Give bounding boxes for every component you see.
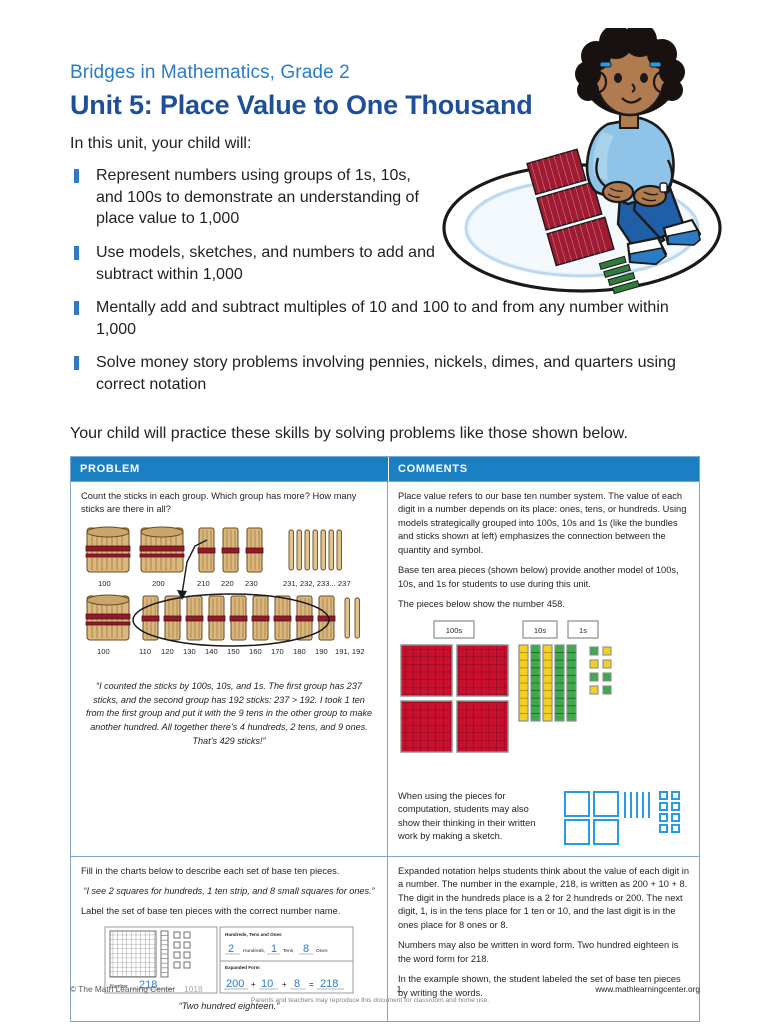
svg-text:160: 160 xyxy=(249,647,262,656)
svg-text:210: 210 xyxy=(197,579,210,588)
comment-paragraph: Place value refers to our base ten numbe… xyxy=(398,491,687,555)
child-illustration xyxy=(432,28,732,296)
bullet-square-icon xyxy=(74,246,79,261)
bullet-square-icon xyxy=(74,301,79,316)
svg-text:10s: 10s xyxy=(534,626,546,635)
svg-text:218: 218 xyxy=(139,979,157,991)
svg-text:8: 8 xyxy=(303,943,309,955)
goal-text: Mentally add and subtract multiples of 1… xyxy=(96,299,669,338)
student-quote-1: “I counted the sticks by 100s, 10s, and … xyxy=(85,680,373,746)
sketch-text: When using the pieces for computation, s… xyxy=(398,790,536,842)
svg-text:150: 150 xyxy=(227,647,240,656)
svg-text:140: 140 xyxy=(205,647,218,656)
problem-prompt: Fill in the charts below to describe eac… xyxy=(81,865,340,876)
page-footer: © The Math Learning Center 1018 1 www.mat… xyxy=(70,984,700,1004)
goal-text: Solve money story problems involving pen… xyxy=(96,354,676,394)
sketch-explanation-row: When using the pieces for computation, s… xyxy=(398,788,689,846)
svg-text:218: 218 xyxy=(320,978,338,990)
practice-line: Your child will practice these skills by… xyxy=(70,425,628,442)
place-value-chart: Number 218 Hundreds, Tens and Ones 2 Hun… xyxy=(81,926,377,994)
goal-text: Represent numbers using groups of 1s, 10… xyxy=(96,167,419,228)
website-url[interactable]: www.mathlearningcenter.org xyxy=(595,984,700,994)
base-ten-pieces-diagram: 100s 10s 1s xyxy=(398,619,689,784)
list-item: Use models, sketches, and numbers to add… xyxy=(70,242,486,285)
svg-text:191, 192: 191, 192 xyxy=(335,647,365,656)
svg-text:100s: 100s xyxy=(446,626,463,635)
problem-prompt: Count the sticks in each group. Which gr… xyxy=(81,491,357,515)
svg-text:230: 230 xyxy=(245,579,258,588)
svg-text:Number: Number xyxy=(110,984,128,990)
table-header-row: PROBLEM COMMENTS xyxy=(71,457,699,481)
svg-text:8: 8 xyxy=(294,978,300,990)
problem-prompt-2: Label the set of base ten pieces with th… xyxy=(81,905,341,916)
svg-text:180: 180 xyxy=(293,647,306,656)
table-row: Fill in the charts below to describe eac… xyxy=(71,855,699,1022)
reproduction-note: Parents and teachers may reproduce this … xyxy=(250,997,490,1004)
bundled-sticks-diagram: 100 200 210 220 230 231, 232, 233... 237 xyxy=(85,526,365,656)
svg-text:+: + xyxy=(251,980,256,989)
svg-text:200: 200 xyxy=(226,978,244,990)
header-block: Bridges in Mathematics, Grade 2 Unit 5: … xyxy=(70,62,676,408)
svg-text:231, 232, 233... 237: 231, 232, 233... 237 xyxy=(283,579,351,588)
svg-text:130: 130 xyxy=(183,647,196,656)
comment-paragraph: In the example shown, the student labele… xyxy=(398,974,681,998)
student-quote-2: “I see 2 squares for hundreds, 1 ten str… xyxy=(83,886,375,897)
series-subtitle: Bridges in Mathematics, Grade 2 xyxy=(70,62,350,83)
goal-text: Use models, sketches, and numbers to add… xyxy=(96,244,435,283)
comment-paragraph: Numbers may also be written in word form… xyxy=(398,940,679,964)
doc-code: 1018 xyxy=(184,984,203,994)
svg-text:Expanded Form: Expanded Form xyxy=(225,965,260,970)
svg-text:Hundreds,: Hundreds, xyxy=(243,948,265,954)
svg-text:Ones: Ones xyxy=(316,948,328,954)
copyright-line: © The Math Learning Center 1018 xyxy=(70,984,203,994)
svg-text:190: 190 xyxy=(315,647,328,656)
comment-paragraph: The pieces below show the number 458. xyxy=(398,599,565,610)
svg-text:110: 110 xyxy=(139,647,151,656)
svg-text:+: + xyxy=(282,980,287,989)
column-header-problem: PROBLEM xyxy=(80,463,140,475)
goals-list: Represent numbers using groups of 1s, 10… xyxy=(70,165,676,395)
list-item: Mentally add and subtract multiples of 1… xyxy=(70,297,676,340)
comment-paragraph: Base ten area pieces (shown below) provi… xyxy=(398,565,679,589)
copyright-text: © The Math Learning Center xyxy=(70,984,176,994)
page-title: Unit 5: Place Value to One Thousand xyxy=(70,89,533,120)
problem-cell-2: Fill in the charts below to describe eac… xyxy=(71,856,388,1022)
svg-text:100: 100 xyxy=(98,579,111,588)
svg-text:170: 170 xyxy=(271,647,284,656)
list-item: Solve money story problems involving pen… xyxy=(70,352,676,395)
svg-text:1s: 1s xyxy=(579,626,587,635)
chart-caption: “Two hundred eighteen.” xyxy=(178,1001,280,1012)
svg-text:2: 2 xyxy=(228,943,234,955)
problem-cell-1: Count the sticks in each group. Which gr… xyxy=(71,482,388,856)
comments-cell-1: Place value refers to our base ten numbe… xyxy=(388,482,699,856)
svg-text:200: 200 xyxy=(152,579,165,588)
bullet-square-icon xyxy=(74,356,79,371)
svg-text:120: 120 xyxy=(161,647,174,656)
page-number: 1 xyxy=(396,984,402,994)
comment-paragraph: Expanded notation helps students think a… xyxy=(398,865,689,930)
svg-text:=: = xyxy=(309,980,314,989)
sketch-drawing xyxy=(564,790,680,845)
table-row: Count the sticks in each group. Which gr… xyxy=(71,481,699,856)
intro-line: In this unit, your child will: xyxy=(70,135,252,153)
svg-text:Hundreds, Tens and Ones: Hundreds, Tens and Ones xyxy=(225,932,282,937)
problem-comments-table: PROBLEM COMMENTS Count the sticks in eac… xyxy=(70,456,700,1023)
svg-text:Tens,: Tens, xyxy=(283,948,294,954)
svg-text:100: 100 xyxy=(97,647,110,656)
svg-text:220: 220 xyxy=(221,579,234,588)
bullet-square-icon xyxy=(74,169,79,184)
comments-cell-2: Expanded notation helps students think a… xyxy=(388,857,699,1022)
column-header-comments: COMMENTS xyxy=(388,457,699,481)
list-item: Represent numbers using groups of 1s, 10… xyxy=(70,165,426,230)
svg-text:1: 1 xyxy=(271,943,277,955)
svg-text:10: 10 xyxy=(261,978,273,990)
